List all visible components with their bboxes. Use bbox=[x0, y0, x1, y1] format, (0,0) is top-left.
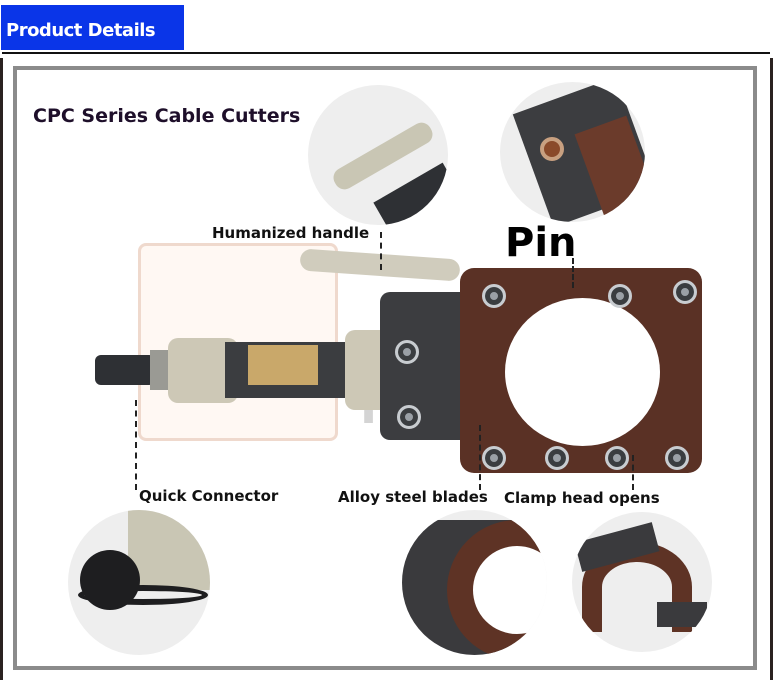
section-header: Product Details bbox=[1, 5, 184, 50]
product-title: CPC Series Cable Cutters bbox=[33, 105, 301, 127]
blades-detail-image bbox=[402, 510, 547, 655]
clamp-detail-image bbox=[572, 512, 712, 652]
callout-line bbox=[572, 258, 574, 288]
connector bbox=[95, 355, 155, 385]
callout-handle: Humanized handle bbox=[212, 224, 370, 242]
bolt-icon bbox=[605, 446, 629, 470]
handle-detail-image bbox=[308, 85, 448, 225]
label-sticker bbox=[248, 345, 318, 385]
callout-line bbox=[380, 232, 382, 270]
callout-pin: Pin bbox=[505, 220, 577, 266]
image-frame bbox=[0, 58, 773, 680]
bolt-icon bbox=[608, 284, 632, 308]
bolt-icon bbox=[545, 446, 569, 470]
connector-detail-image bbox=[68, 510, 210, 655]
divider bbox=[2, 52, 770, 54]
bolt-icon bbox=[482, 446, 506, 470]
callout-clamp: Clamp head opens bbox=[504, 489, 660, 507]
bolt-icon bbox=[673, 280, 697, 304]
callout-connector: Quick Connector bbox=[139, 487, 279, 505]
pin-detail-image bbox=[500, 82, 645, 222]
bolt-icon bbox=[482, 284, 506, 308]
callout-line bbox=[479, 425, 481, 490]
callout-line bbox=[135, 400, 137, 490]
bolt-icon bbox=[395, 340, 419, 364]
bolt-icon bbox=[397, 405, 421, 429]
bolt-icon bbox=[665, 446, 689, 470]
cutting-opening bbox=[505, 298, 660, 446]
callout-blades: Alloy steel blades bbox=[338, 488, 488, 506]
callout-line bbox=[632, 455, 634, 490]
